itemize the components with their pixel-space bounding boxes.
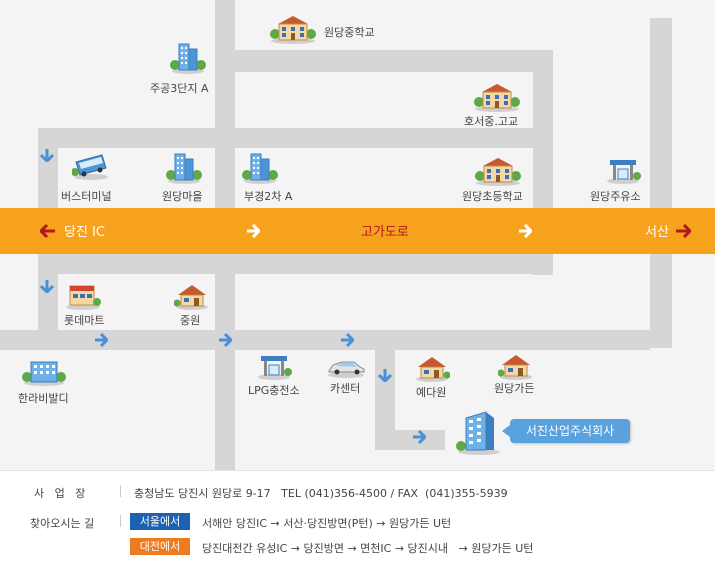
arrow-right-icon [95, 333, 108, 347]
apartment-icon [166, 153, 202, 184]
arrow-right-icon [413, 430, 426, 444]
highway-center-label: 고가도로 [361, 225, 409, 240]
road [650, 18, 672, 348]
contact-info-panel: 사 업 장 충청남도 당진시 원당로 9-17 TEL (041)356-450… [0, 470, 715, 574]
address-label: 사 업 장 [34, 487, 86, 500]
directions-label: 찾아오시는 길 [30, 517, 95, 530]
landmark-label: 원당주유소 [590, 190, 641, 203]
divider [120, 485, 121, 497]
directions-map: 당진 IC 고가도로 서산 원당중학교 [0, 0, 715, 470]
arrow-right-icon [219, 333, 232, 347]
arrow-down-icon [378, 369, 392, 382]
apartment-icon [242, 153, 278, 184]
house-icon [416, 357, 450, 382]
arrow-left-icon [40, 224, 55, 238]
landmark-label: 호서중.고교 [464, 115, 519, 128]
landmark-label: 한라비발디 [18, 392, 69, 405]
landmark-label: LPG충전소 [248, 384, 300, 397]
car-icon [328, 361, 365, 378]
landmark-label: 부경2차 A [244, 190, 293, 203]
route-badge-seoul: 서울에서 [130, 513, 190, 530]
landmark-label: 예다원 [416, 386, 447, 399]
arrow-right-icon [676, 224, 691, 238]
route-text-seoul: 서해안 당진IC → 서산·당진방면(P턴) → 원당가든 U턴 [202, 517, 452, 530]
arrow-down-icon [40, 149, 54, 162]
divider [120, 515, 121, 527]
landmark-label: 원당중학교 [324, 26, 375, 39]
road [215, 50, 553, 72]
destination-label: 서진산업주식회사 [502, 419, 630, 443]
road [38, 128, 553, 148]
landmark-label: 중원 [180, 314, 201, 327]
arrow-right-icon [341, 333, 354, 347]
highway-left-label: 당진 IC [64, 225, 105, 240]
house-icon [174, 285, 208, 310]
landmark-label: 주공3단지 A [150, 82, 209, 95]
school-icon [270, 16, 316, 44]
road [38, 254, 553, 274]
gas-station-icon [258, 356, 292, 380]
arrow-right-icon [519, 224, 532, 238]
address-text: 충청남도 당진시 원당로 9-17 TEL (041)356-4500 / FA… [134, 487, 508, 500]
landmark-label: 롯데마트 [64, 314, 105, 327]
road [375, 348, 395, 448]
arrow-right-icon [247, 224, 260, 238]
landmark-label: 카센터 [330, 382, 361, 395]
house-icon [498, 355, 532, 380]
gas-station-icon [607, 160, 641, 184]
landmark-label: 버스터미널 [61, 190, 112, 203]
apartment-icon [22, 361, 66, 386]
highway-road: 당진 IC 고가도로 서산 [0, 208, 715, 254]
highway-right-label: 서산 [645, 225, 669, 240]
landmark-label: 원당가든 [494, 382, 535, 395]
apartment-icon [170, 43, 206, 74]
landmark-label: 원당마을 [162, 190, 203, 203]
bus-icon [72, 154, 108, 180]
road [0, 330, 650, 350]
route-badge-daejeon: 대전에서 [130, 538, 190, 555]
mart-icon [66, 285, 101, 310]
landmark-label: 원당초등학교 [462, 190, 523, 203]
school-icon [474, 84, 520, 112]
arrow-down-icon [40, 280, 54, 293]
road [375, 430, 445, 450]
route-text-daejeon: 당진대전간 유성IC → 당진방면 → 면천IC → 당진시내 → 원당가든 U… [202, 542, 534, 555]
school-icon [475, 158, 521, 186]
office-building-icon [456, 411, 500, 455]
